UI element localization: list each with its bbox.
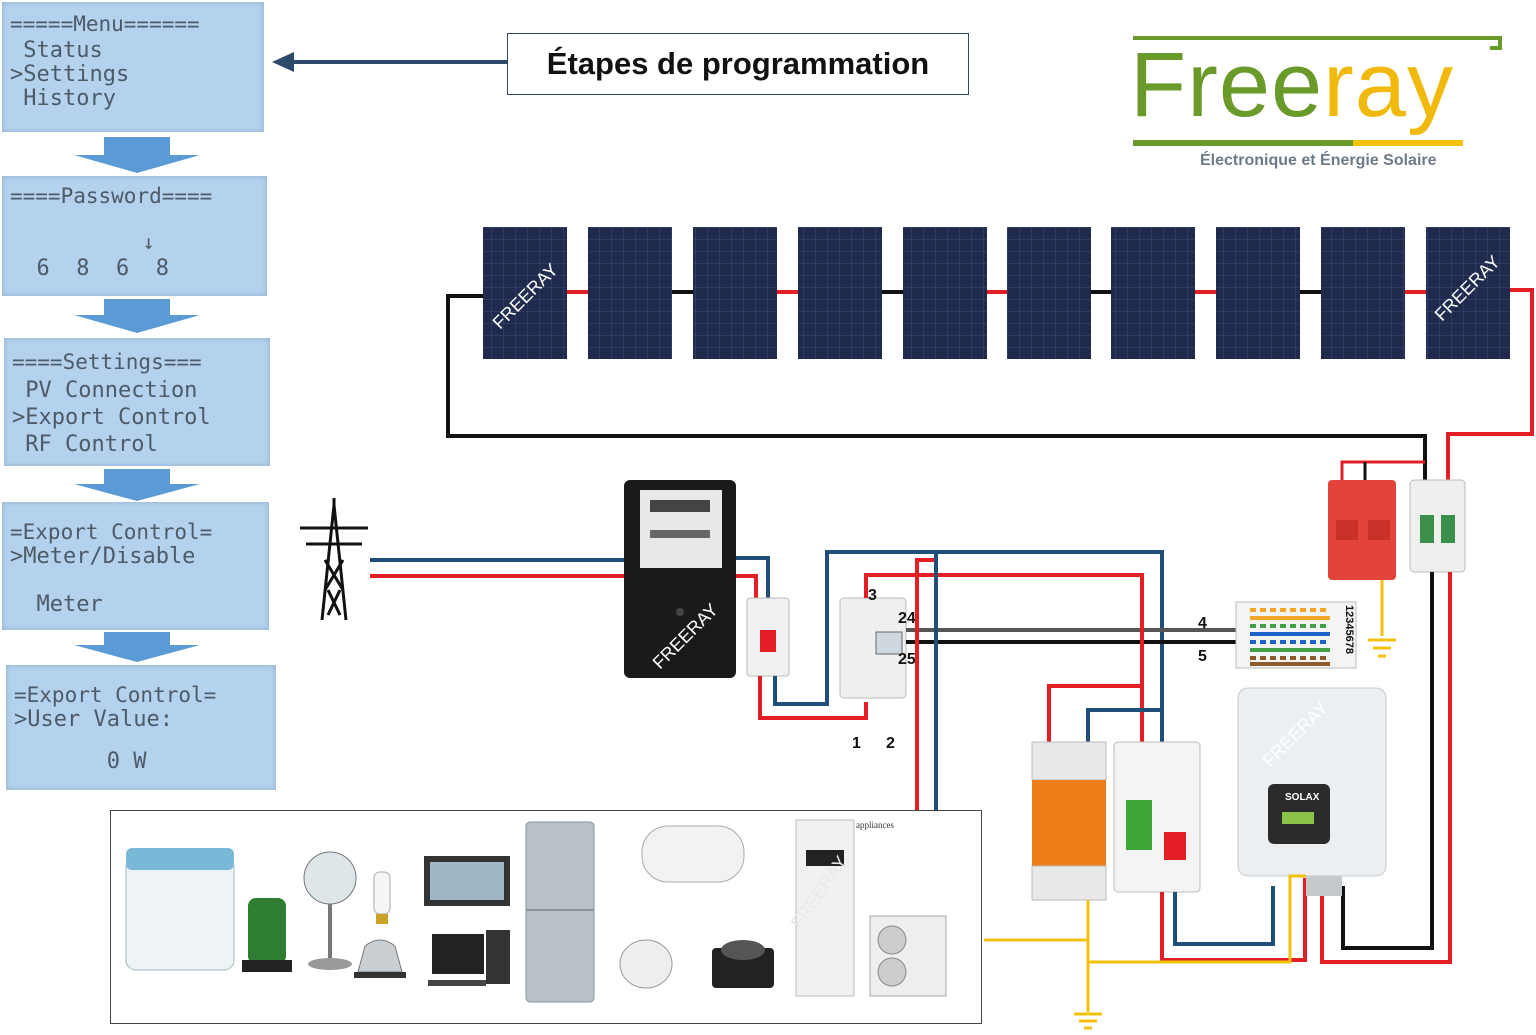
terminal-label: 2 bbox=[886, 735, 895, 752]
tv-icon bbox=[424, 856, 510, 906]
lcd-line: =Export Control= bbox=[10, 520, 213, 544]
desktop-computer-icon bbox=[428, 930, 510, 986]
logo-bar-yellow bbox=[1353, 140, 1463, 146]
lcd-line: Meter bbox=[10, 592, 103, 617]
air-conditioner-icon bbox=[795, 819, 855, 997]
brand-name-yellow: ray bbox=[1323, 34, 1454, 136]
solar-panel bbox=[483, 227, 567, 359]
lcd-line: >Export Control bbox=[12, 405, 211, 430]
lcd-line: >User Value: bbox=[14, 707, 173, 732]
solar-panel bbox=[903, 227, 987, 359]
dc-breaker bbox=[1409, 479, 1466, 573]
light-bulb-icon bbox=[373, 871, 391, 924]
cable-pin-label: 4 bbox=[1198, 615, 1207, 632]
kettle-icon bbox=[354, 939, 406, 978]
solar-panel-string bbox=[483, 227, 1510, 359]
brand-name-green: Free bbox=[1130, 34, 1324, 136]
solar-panel bbox=[1321, 227, 1405, 359]
ac-breaker-small bbox=[746, 597, 790, 677]
lcd-screen-password: ====Password==== ↓ 6 8 6 8 bbox=[2, 176, 267, 296]
lcd-screen-menu: =====Menu====== Status >Settings History bbox=[2, 2, 264, 132]
solar-panel bbox=[1007, 227, 1091, 359]
lcd-line: History bbox=[10, 86, 116, 111]
water-pump-icon bbox=[242, 898, 292, 972]
solar-panel bbox=[588, 227, 672, 359]
lcd-line: RF Control bbox=[12, 432, 158, 457]
brand-tagline: Électronique et Énergie Solaire bbox=[1200, 152, 1437, 169]
programming-steps-title: Étapes de programmation bbox=[507, 33, 969, 95]
pv-negative-wire bbox=[446, 294, 1427, 480]
step-arrow bbox=[74, 632, 200, 662]
rice-cooker-icon bbox=[619, 939, 673, 989]
washing-machine-icon bbox=[125, 848, 235, 971]
rj45-connector bbox=[1235, 601, 1357, 669]
step-arrows bbox=[74, 137, 200, 662]
step-arrow bbox=[74, 137, 200, 173]
lcd-line: ====Password==== bbox=[10, 184, 213, 208]
solar-panel bbox=[1111, 227, 1195, 359]
ac-surge-protector bbox=[1031, 741, 1107, 901]
brand-logo: Freeray Électronique et Énergie Solaire bbox=[1130, 30, 1505, 180]
logo-frame bbox=[1133, 36, 1502, 50]
step-arrow bbox=[74, 299, 200, 333]
dc-surge-protector bbox=[1328, 480, 1396, 580]
terminal-label: 1 bbox=[852, 735, 861, 752]
lcd-line: >Settings bbox=[10, 62, 130, 87]
lcd-line: 6 8 6 8 bbox=[10, 256, 169, 281]
step-arrow bbox=[74, 469, 200, 501]
solar-panel bbox=[1426, 227, 1510, 359]
ground-symbol bbox=[1368, 638, 1396, 658]
rj45-pin-numbers: 12345678 bbox=[1343, 605, 1355, 654]
lcd-screen-export-control: =Export Control= >Meter/Disable Meter bbox=[2, 502, 269, 630]
lcd-line: 0 W bbox=[14, 749, 147, 774]
solar-panel bbox=[798, 227, 882, 359]
solar-panel bbox=[693, 227, 777, 359]
ac-rcbo-breaker bbox=[1113, 741, 1201, 893]
terminal-label: 25 bbox=[898, 651, 916, 668]
induction-cooker-icon bbox=[712, 940, 774, 988]
solax-inverter bbox=[1237, 687, 1387, 896]
appliances-group: appliances FREERAY bbox=[125, 819, 947, 1003]
solar-panel bbox=[1216, 227, 1300, 359]
logo-bar-green bbox=[1133, 140, 1353, 146]
lcd-line: =Export Control= bbox=[14, 683, 217, 707]
lcd-line: ====Settings=== bbox=[12, 350, 202, 374]
pv-positive-wire bbox=[1446, 288, 1534, 480]
lcd-line: ↓ bbox=[10, 230, 155, 254]
lcd-line: Status bbox=[10, 38, 103, 63]
appliances-caption: appliances bbox=[856, 820, 894, 830]
cable-pin-label: 5 bbox=[1198, 648, 1207, 665]
lcd-line: PV Connection bbox=[12, 378, 198, 403]
grid-pylon-icon bbox=[300, 498, 368, 621]
fan-icon bbox=[303, 851, 357, 970]
title-pointer-arrow bbox=[272, 52, 507, 72]
ground-symbol bbox=[1074, 1012, 1102, 1030]
terminal-label: 24 bbox=[898, 610, 916, 627]
lcd-screen-user-value: =Export Control= >User Value: 0 W bbox=[6, 665, 276, 790]
ac-outdoor-unit-icon bbox=[869, 915, 947, 997]
inverter-brand-label: SOLAX bbox=[1285, 792, 1320, 803]
lcd-screen-settings: ====Settings=== PV Connection >Export Co… bbox=[4, 338, 270, 466]
terminal-label: 3 bbox=[868, 587, 877, 604]
smart-meter bbox=[839, 597, 907, 699]
grid-energy-meter bbox=[624, 480, 736, 678]
water-heater-icon bbox=[641, 825, 745, 883]
refrigerator-icon bbox=[525, 821, 595, 1003]
lcd-line: =====Menu====== bbox=[10, 12, 200, 36]
lcd-line: >Meter/Disable bbox=[10, 544, 196, 569]
